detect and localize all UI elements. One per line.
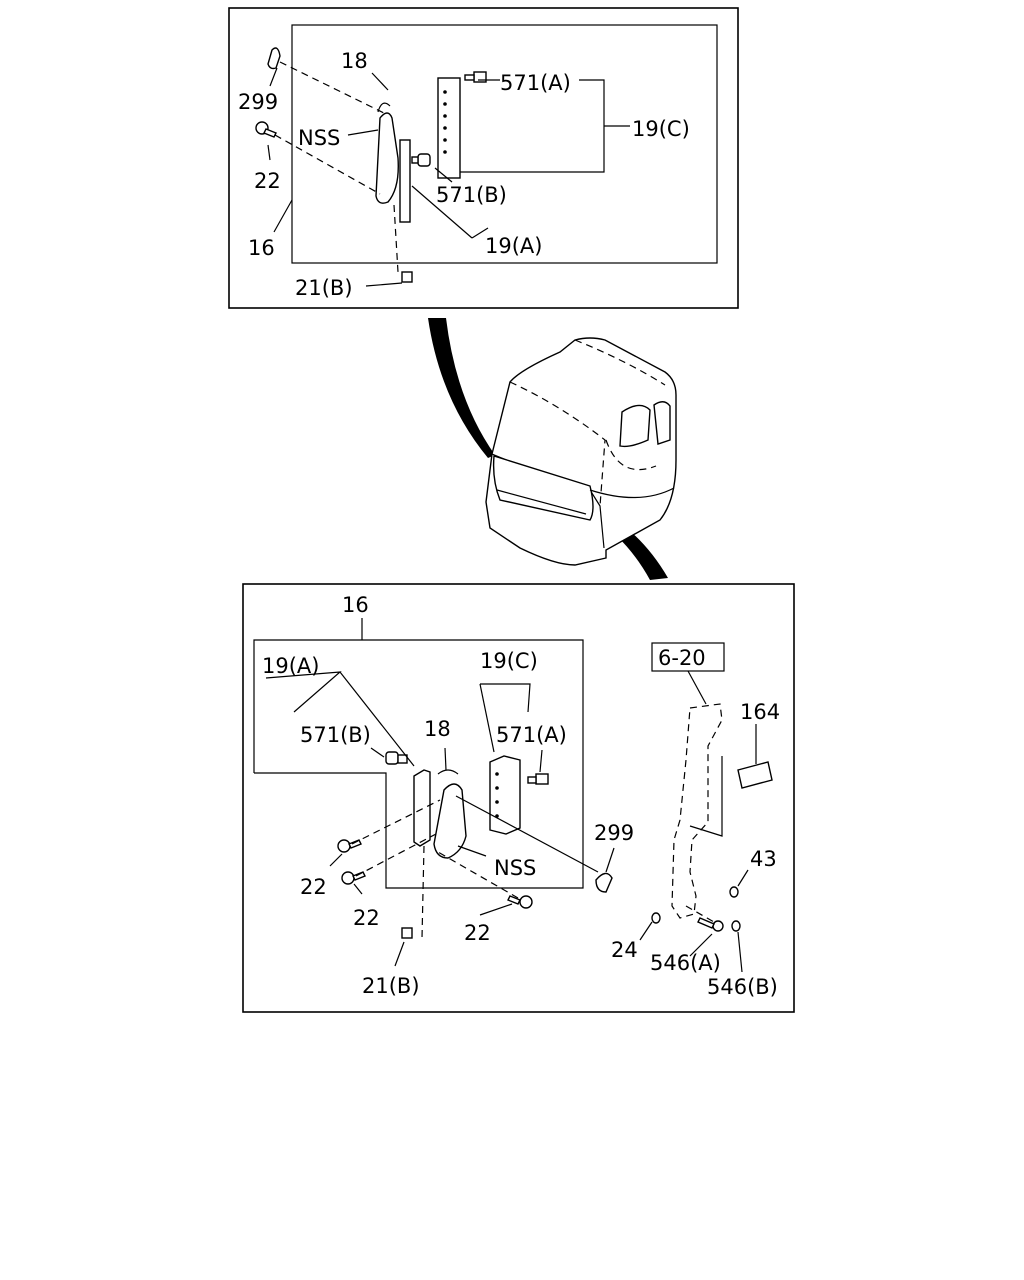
top-label-571b: 571(B) bbox=[436, 183, 507, 207]
bottom-label-571a: 571(A) bbox=[496, 723, 567, 747]
bolt-22-b bbox=[341, 871, 366, 885]
bottom-label-299: 299 bbox=[594, 821, 634, 845]
top-label-19c: 19(C) bbox=[632, 117, 690, 141]
top-label-18: 18 bbox=[341, 49, 368, 73]
plate-19a bbox=[399, 139, 411, 223]
bottom-label-22-c: 22 bbox=[464, 921, 491, 945]
bottom-label-546a: 546(A) bbox=[650, 951, 721, 975]
top-label-571a: 571(A) bbox=[500, 71, 571, 95]
bottom-panel-frame bbox=[242, 583, 795, 1013]
bottom-label-19a: 19(A) bbox=[262, 654, 319, 678]
clip-21b bbox=[401, 271, 413, 283]
top-label-21b: 21(B) bbox=[295, 276, 353, 300]
bottom-group-bracket bbox=[253, 639, 584, 889]
truck-cab-illustration bbox=[428, 318, 677, 580]
plate-19c bbox=[437, 77, 461, 179]
bulb-571a-bottom bbox=[527, 773, 549, 785]
top-group-bracket bbox=[291, 24, 718, 264]
screw-546a bbox=[697, 917, 724, 932]
clip-299-bottom bbox=[595, 872, 613, 893]
cab-side-window bbox=[619, 404, 651, 448]
cab-rear-window bbox=[653, 401, 671, 445]
bottom-label-19c: 19(C) bbox=[480, 649, 538, 673]
top-label-22: 22 bbox=[254, 169, 281, 193]
bottom-label-ref-6-20: 6-20 bbox=[658, 646, 706, 670]
washer-24 bbox=[651, 912, 661, 924]
top-detail-panel bbox=[228, 7, 739, 309]
clip-21b-bottom bbox=[401, 927, 413, 939]
bottom-label-22-b: 22 bbox=[353, 906, 380, 930]
bottom-label-24: 24 bbox=[611, 938, 638, 962]
top-label-299: 299 bbox=[238, 90, 278, 114]
seal-164 bbox=[737, 761, 773, 789]
top-label-nss: NSS bbox=[298, 126, 340, 150]
bolt-22 bbox=[255, 121, 277, 138]
clip-18-bottom bbox=[437, 769, 459, 775]
bottom-label-22-a: 22 bbox=[300, 875, 327, 899]
bulb-571b bbox=[411, 153, 431, 167]
clip-299 bbox=[267, 47, 281, 70]
grommet-43 bbox=[729, 886, 739, 898]
top-label-16: 16 bbox=[248, 236, 275, 260]
bolt-22-c bbox=[507, 895, 533, 909]
plate-19a-bottom bbox=[413, 769, 431, 847]
side-lamp-nss bbox=[375, 112, 399, 204]
bottom-label-21b: 21(B) bbox=[362, 974, 420, 998]
bottom-label-546b: 546(B) bbox=[707, 975, 778, 999]
side-lamp-nss-bottom bbox=[433, 783, 467, 859]
bottom-label-16: 16 bbox=[342, 593, 369, 617]
top-panel-frame bbox=[228, 7, 739, 309]
callout-arrow-top bbox=[428, 318, 495, 458]
bottom-label-18: 18 bbox=[424, 717, 451, 741]
cab-grille bbox=[492, 455, 594, 521]
cab-body bbox=[485, 337, 677, 566]
bottom-label-nss: NSS bbox=[494, 856, 536, 880]
bottom-label-43: 43 bbox=[750, 847, 777, 871]
bottom-detail-panel bbox=[242, 583, 795, 1013]
washer-546b bbox=[731, 920, 741, 932]
bulb-571a bbox=[464, 71, 487, 83]
pillar-panel bbox=[671, 703, 723, 919]
top-label-19a: 19(A) bbox=[485, 234, 542, 258]
bottom-label-571b: 571(B) bbox=[300, 723, 371, 747]
bottom-label-164: 164 bbox=[740, 700, 780, 724]
bolt-22-a bbox=[337, 839, 362, 853]
bulb-571b-bottom bbox=[385, 751, 408, 765]
